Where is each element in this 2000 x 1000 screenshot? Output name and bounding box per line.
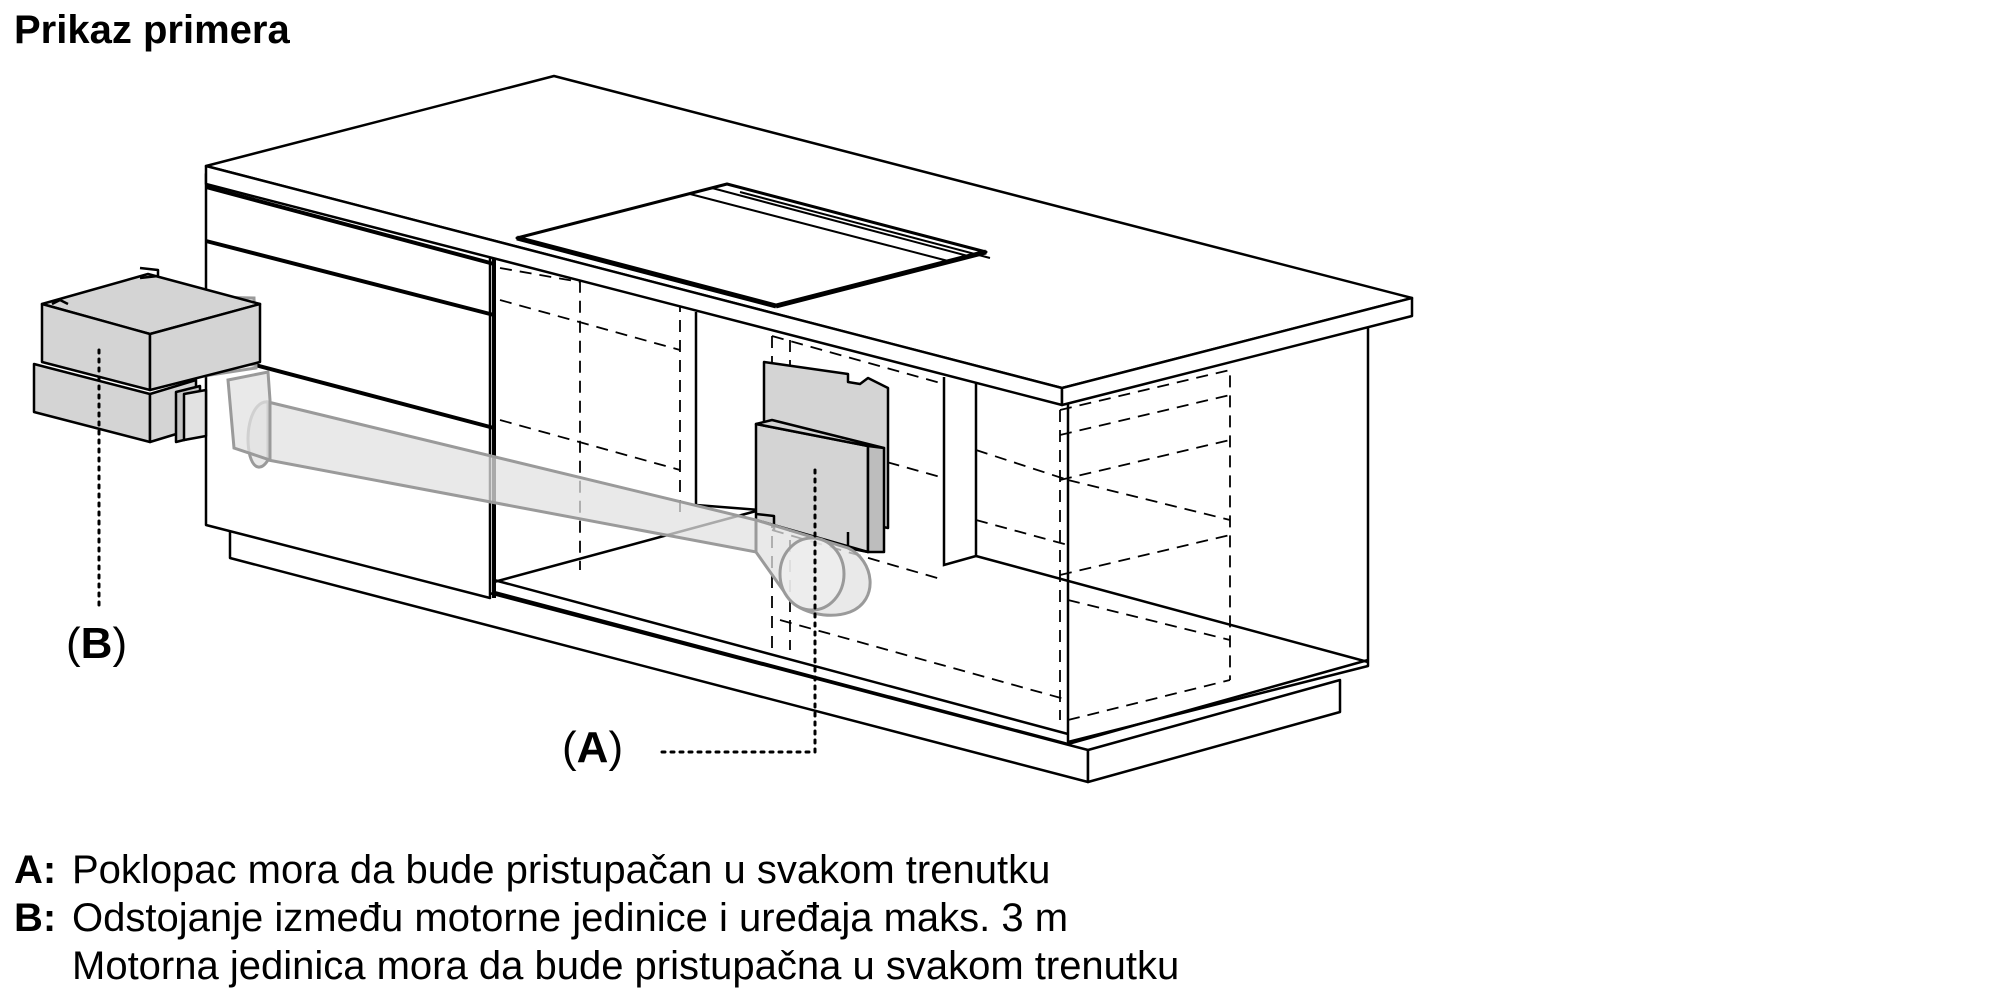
callout-b: (B) [66, 619, 127, 668]
legend-item-b: B: Odstojanje između motorne jedinice i … [14, 894, 1179, 942]
legend-key-spacer [14, 942, 72, 990]
cooktop [515, 182, 991, 309]
legend-text: Odstojanje između motorne jedinice i ure… [72, 896, 1069, 940]
callout-leaders [97, 348, 817, 754]
motor-unit [32, 266, 262, 444]
legend-text: Poklopac mora da bude pristupačan u svak… [72, 848, 1051, 892]
leader-a [654, 468, 817, 754]
legend-key: B: [14, 896, 57, 940]
page-title: Prikaz primera [14, 8, 290, 52]
legend-item-a: A: Poklopac mora da bude pristupačan u s… [14, 846, 1179, 894]
access-cover [754, 360, 890, 554]
callout-a: (A) [562, 723, 623, 772]
hidden-cabinet-outlines [499, 267, 1231, 721]
legend-item-b-continued: Motorna jedinica mora da bude pristupačn… [14, 942, 1179, 990]
legend: A: Poklopac mora da bude pristupačan u s… [14, 846, 1179, 990]
legend-key: A: [14, 848, 57, 892]
legend-text: Motorna jedinica mora da bude pristupačn… [72, 944, 1180, 988]
plinth [228, 523, 1342, 784]
